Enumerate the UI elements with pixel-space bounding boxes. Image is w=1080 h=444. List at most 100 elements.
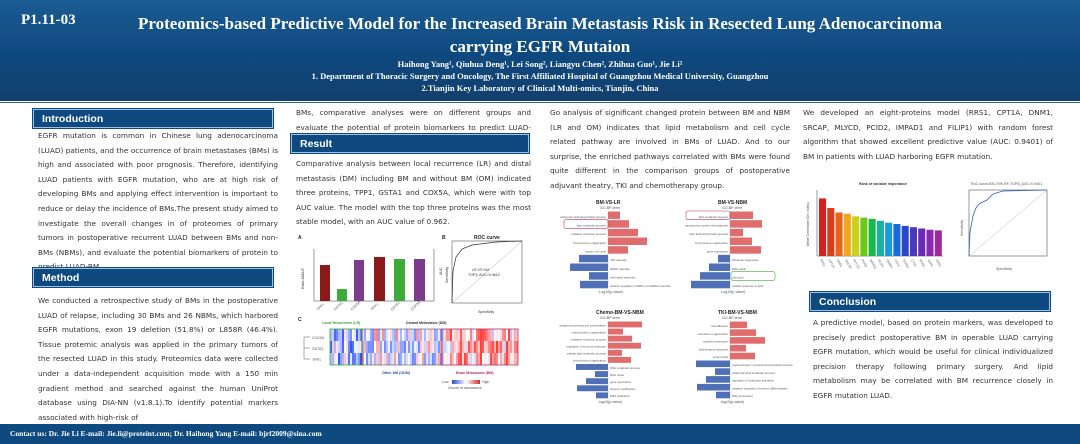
go-bar [730, 237, 752, 245]
heatmap-cell [424, 353, 427, 365]
heatmap-cell [344, 353, 347, 365]
heatmap-cell [342, 329, 345, 341]
heatmap-cell [512, 353, 515, 365]
bar-auc-gsta1 [394, 259, 405, 301]
bar-auc-tpp1 [374, 257, 385, 301]
heatmap-cell [358, 341, 361, 353]
heatmap-cell [456, 329, 459, 341]
heatmap-cell [450, 341, 453, 353]
result-heading: Result [291, 134, 529, 153]
heatmap-cell [456, 341, 459, 353]
go-bar [608, 321, 642, 328]
heatmap-cell [334, 341, 337, 353]
heatmap-cell [384, 353, 387, 365]
importance-bar-label: MLYCD [852, 259, 861, 271]
heatmap-cell [446, 329, 449, 341]
go-bar [608, 349, 622, 356]
go-bar [608, 220, 629, 228]
heatmap-cell [514, 341, 517, 353]
heatmap-cell [364, 353, 367, 365]
importance-bar [918, 228, 926, 256]
heatmap-cell [368, 329, 371, 341]
roc-title: ROC curve [474, 235, 500, 241]
heatmap-cell [412, 329, 415, 341]
heatmap-cell [376, 341, 379, 353]
heatmap-cell [502, 329, 505, 341]
heatmap-cell [500, 353, 503, 365]
heatmap-cell [346, 329, 349, 341]
go-term-label: cell cycle [732, 276, 744, 280]
heatmap-cell [482, 341, 485, 353]
heatmap-cell [378, 341, 381, 353]
panel-c-label: C [298, 317, 302, 323]
go-term-label: oxidation-reduction process [571, 232, 607, 236]
go-term-label: antigen processing and presentation [559, 323, 606, 327]
poster-header: P1.11-03 Proteomics-based Predictive Mod… [0, 0, 1080, 101]
heatmap-cell [482, 353, 485, 365]
heatmap-cell [330, 329, 333, 341]
heatmap-cell [486, 329, 489, 341]
heatmap-cell [416, 329, 419, 341]
roc-diagonal [451, 240, 523, 304]
go-bar [589, 272, 608, 280]
go-term-label: inflammatory response [699, 347, 729, 351]
heatmap-cell [432, 329, 435, 341]
heatmap-cell [480, 329, 483, 341]
importance-bar-label: CPT1A [827, 259, 835, 269]
heatmap-cell [378, 353, 381, 365]
heatmap-cell [498, 341, 501, 353]
heatmap-cell [392, 353, 395, 365]
heatmap-cell [494, 341, 497, 353]
heatmap-cell [360, 353, 363, 365]
heatmap-cell [414, 341, 417, 353]
heatmap-cell [502, 341, 505, 353]
heatmap-cell [362, 353, 365, 365]
heatmap-cell [330, 341, 333, 353]
heatmap-cell [500, 329, 503, 341]
go-term-label: cellular lipid metabolic process [567, 352, 607, 356]
go-bar [730, 337, 765, 344]
heatmap-cell [398, 329, 401, 341]
go-bar [706, 376, 730, 383]
heatmap-cell [366, 353, 369, 365]
heatmap-cell [340, 329, 343, 341]
importance-bar-label: PCID2 [860, 259, 868, 269]
heatmap-cell [442, 341, 445, 353]
heatmap-cell [494, 353, 497, 365]
heatmap-cell [394, 329, 397, 341]
go-x-label: -Log10(p-value) [598, 290, 623, 294]
heatmap-cell [466, 353, 469, 365]
heatmap-cell [428, 329, 431, 341]
heatmap-cell [458, 353, 461, 365]
heatmap-cell [364, 329, 367, 341]
go-bar [715, 368, 730, 375]
heatmap-cell [476, 353, 479, 365]
heatmap-cell [462, 341, 465, 353]
go-term-label: MAPK cascade [610, 267, 630, 271]
heatmap-cell [420, 329, 423, 341]
go-plot-subtitle: GO-BP-term [600, 206, 620, 210]
heatmap-cell [438, 341, 441, 353]
go-plot-subtitle: GO-BP-term [722, 206, 742, 210]
importance-bar [876, 220, 884, 256]
heatmap-cell [346, 341, 349, 353]
heatmap-cell [504, 353, 507, 365]
heatmap-cell [334, 353, 337, 365]
go-term-label: oxidation-reduction process [571, 337, 607, 341]
heatmap-cell [348, 341, 351, 353]
heatmap-cell [488, 329, 491, 341]
heatmap-cell [346, 353, 349, 365]
bar-label-3: COX5A [350, 300, 362, 312]
go-plot-subtitle: GO-BP-term [600, 316, 620, 320]
heatmap-cell [466, 329, 469, 341]
heatmap-cell [488, 353, 491, 365]
go-bar [608, 342, 641, 349]
heatmap-cell [512, 329, 515, 341]
heatmap-cell [506, 329, 509, 341]
heatmap-cell [418, 341, 421, 353]
heatmap-cell [462, 329, 465, 341]
go-plot-title: BM-VS-NBM [718, 200, 747, 206]
go-term-label: gene expression [707, 250, 729, 254]
heatmap-cell [362, 341, 365, 353]
heatmap-cell [466, 341, 469, 353]
